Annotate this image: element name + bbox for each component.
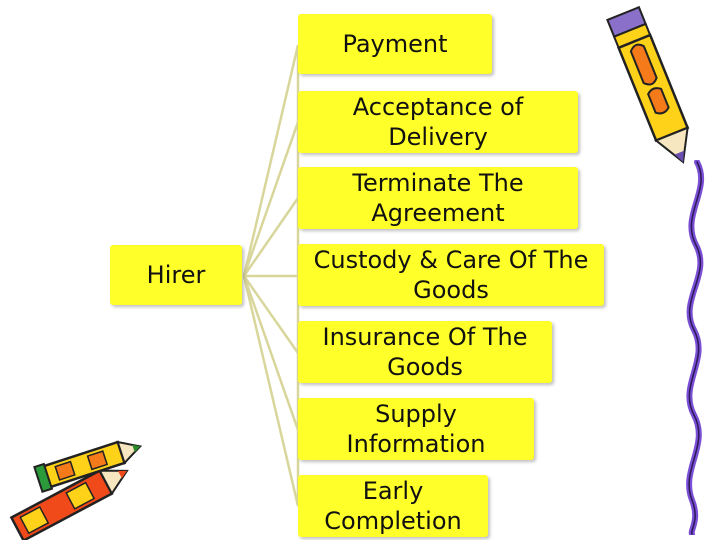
duty-early-completion: Early Completion — [298, 475, 488, 537]
wavy-line-clipart — [686, 160, 705, 535]
duty-insurance-of-goods: Insurance Of The Goods — [298, 321, 552, 383]
duty-supply-information: Supply Information — [298, 398, 534, 460]
duty-custody-care-of-goods: Custody & Care Of The Goods — [298, 244, 604, 306]
duty-acceptance-of-delivery: Acceptance of Delivery — [298, 91, 578, 153]
duty-terminate-agreement: Terminate The Agreement — [298, 167, 578, 229]
hirer-box: Hirer — [110, 245, 242, 305]
duty-payment: Payment — [298, 14, 492, 74]
pencil-clipart — [606, 5, 690, 164]
crayons-clipart — [9, 440, 143, 540]
